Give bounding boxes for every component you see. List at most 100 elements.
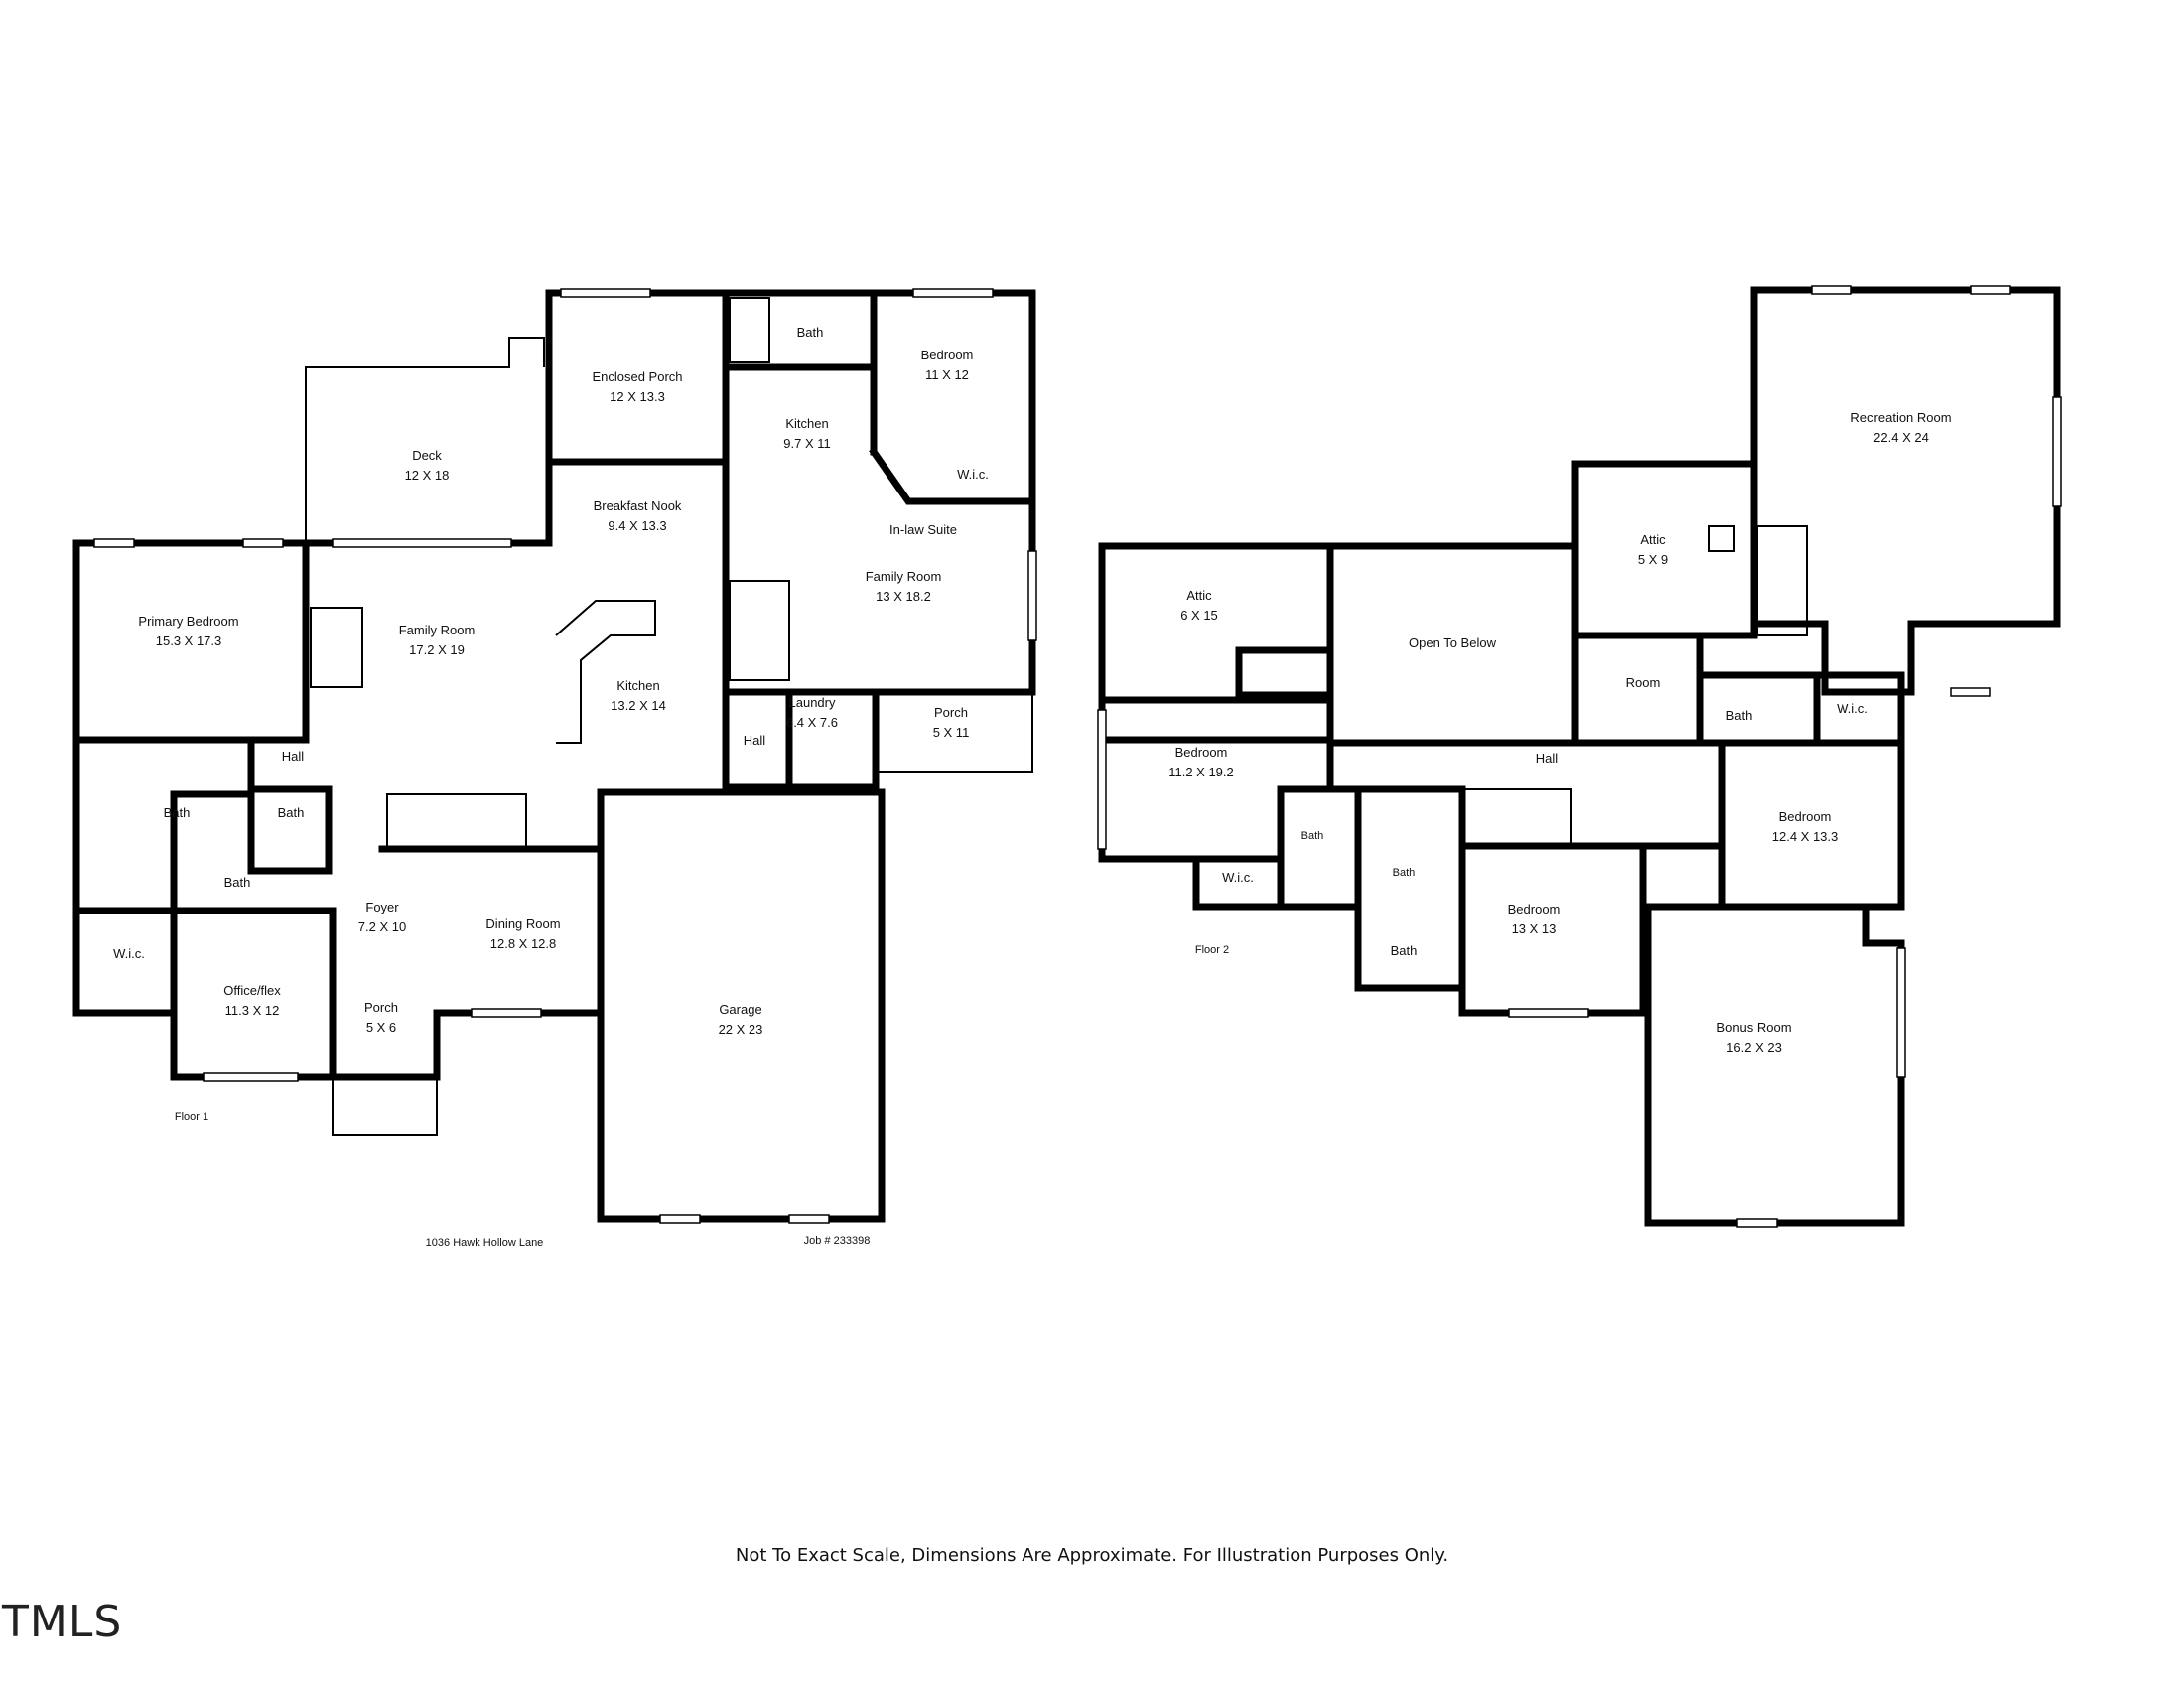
attic-5x9-walls: [1571, 460, 1758, 639]
upper-bath-walls: [1696, 671, 1821, 747]
room-name: Room: [1626, 675, 1661, 690]
room-dims: 17.2 X 19: [409, 642, 465, 657]
room-name: Hall: [282, 749, 305, 764]
window: [332, 538, 512, 548]
side-porch-outline: [875, 691, 1033, 773]
room-dims: 22 X 23: [719, 1022, 763, 1037]
window: [659, 1214, 701, 1224]
room-name: Hall: [744, 733, 766, 748]
attic-6x15-walls: [1098, 542, 1334, 704]
room-name: Deck: [412, 448, 442, 463]
room-name: Kitchen: [785, 416, 828, 431]
room-dims: 15.3 X 17.3: [156, 633, 222, 648]
room-name: Garage: [719, 1002, 761, 1017]
room-dims: 11.3 X 12: [225, 1003, 280, 1018]
floor-label: Floor 1: [175, 1111, 208, 1123]
room-name: Laundry: [789, 695, 836, 710]
room-name: W.i.c.: [957, 467, 989, 482]
room-dims: 13 X 18.2: [876, 589, 931, 604]
deck-outline: [305, 337, 545, 543]
room-name: Kitchen: [616, 678, 659, 693]
rec-room-stairs: [1756, 525, 1808, 636]
room-name: Breakfast Nook: [594, 498, 682, 513]
floor-2-plan: [1097, 285, 2062, 1228]
room-name: Primary Bedroom: [138, 614, 238, 629]
upper-stairs: [1461, 788, 1572, 847]
bedroom-12x13-walls: [1718, 739, 1905, 911]
inlaw-shower: [729, 297, 770, 363]
room-name: Bath: [797, 325, 824, 340]
window: [560, 288, 651, 298]
room-name: Attic: [1186, 588, 1212, 603]
room-dims: 13 X 13: [1512, 921, 1557, 936]
window: [1896, 947, 1906, 1078]
fireplace: [310, 607, 363, 688]
room-name: Porch: [934, 705, 968, 720]
room-name: Foyer: [365, 900, 399, 914]
room-dims: 5 X 6: [366, 1020, 396, 1035]
window: [1950, 687, 1991, 697]
window: [1811, 285, 1852, 295]
room-name: Family Room: [866, 569, 942, 584]
room-name: Bedroom: [1175, 745, 1228, 760]
room-name: Office/flex: [223, 983, 281, 998]
job-number: Job # 233398: [804, 1235, 871, 1247]
disclaimer: Not To Exact Scale, Dimensions Are Appro…: [735, 1545, 1449, 1566]
window: [1970, 285, 2011, 295]
room-name: W.i.c.: [113, 946, 145, 961]
room-name: Bedroom: [1779, 809, 1832, 824]
room-name: Bath: [1393, 867, 1416, 879]
window: [912, 288, 994, 298]
garage-walls: [597, 788, 886, 1223]
wic-walls: [72, 907, 178, 1017]
room-dims: 12 X 18: [405, 468, 450, 483]
room-dims: 12.4 X 13.3: [1772, 829, 1839, 844]
room-dims: 6 X 15: [1180, 608, 1218, 623]
room-name: Bath: [224, 875, 251, 890]
room-dims: 12.8 X 12.8: [490, 936, 557, 951]
window: [1736, 1218, 1778, 1228]
bath-stack-walls: [1277, 785, 1362, 911]
room-dims: 9.4 X 13.3: [608, 518, 666, 533]
window: [471, 1008, 542, 1018]
room-dims: 13.2 X 14: [611, 698, 666, 713]
room-name: Dining Room: [485, 916, 560, 931]
room-name: Hall: [1536, 751, 1559, 766]
upper-outer-walls: [1098, 542, 1334, 744]
bonus-room-walls: [1644, 903, 1905, 1227]
room-name: Bonus Room: [1716, 1020, 1791, 1035]
inlaw-stairs: [729, 580, 790, 681]
room-name: Bedroom: [921, 348, 974, 362]
room-dims: 5 X 9: [1638, 552, 1668, 567]
window: [1027, 550, 1037, 641]
attic-hatch: [1708, 525, 1735, 552]
room-name: Family Room: [399, 623, 476, 637]
room-name: W.i.c.: [1837, 701, 1868, 716]
room-name: Porch: [364, 1000, 398, 1015]
address-label: 1036 Hawk Hollow Lane: [426, 1237, 544, 1249]
window: [203, 1072, 299, 1082]
front-porch-steps: [332, 1076, 438, 1136]
room-name: Bath: [1391, 943, 1418, 958]
room-name: Recreation Room: [1850, 410, 1951, 425]
room-dims: 5 X 11: [933, 725, 970, 740]
room-dims: 22.4 X 24: [1873, 430, 1929, 445]
inlaw-suite-walls: [722, 289, 1036, 696]
bath-center-walls: [1354, 785, 1466, 992]
window: [93, 538, 135, 548]
room-name: Bedroom: [1508, 902, 1561, 916]
room-name: Attic: [1640, 532, 1666, 547]
room-dims: 12 X 13.3: [610, 389, 665, 404]
room-name: Bath: [1301, 830, 1324, 842]
main-stairs: [386, 793, 527, 850]
room-dims: 9.7 X 11: [783, 436, 830, 451]
room-name: Bath: [1726, 708, 1753, 723]
room-dims: 11.2 X 19.2: [1168, 765, 1234, 779]
recreation-room-walls: [1750, 286, 2061, 696]
floor-label: Floor 2: [1195, 944, 1229, 956]
floor-1-plan: [72, 288, 1037, 1224]
room-dims: 6.4 X 7.6: [786, 715, 838, 730]
bath-cluster-walls: [170, 736, 255, 914]
